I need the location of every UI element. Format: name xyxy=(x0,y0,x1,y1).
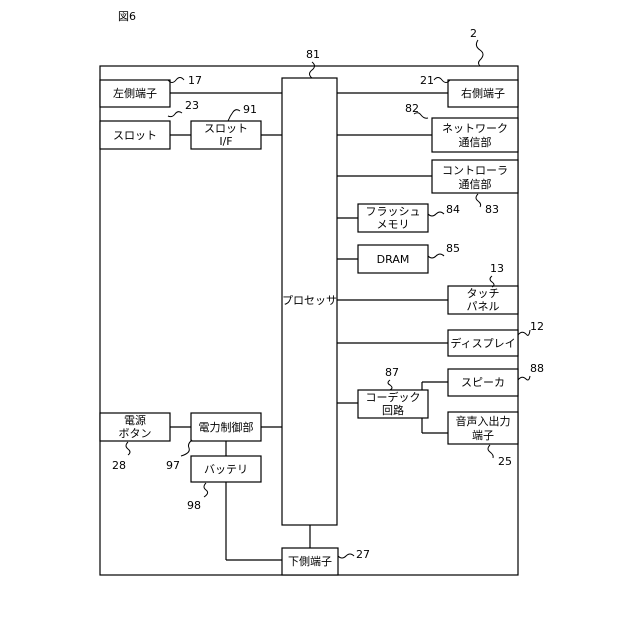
slot-if-ref: 91 xyxy=(243,103,257,116)
network-label-1: ネットワーク xyxy=(442,122,508,135)
flash-ref: 84 xyxy=(446,203,460,216)
dram-ref: 85 xyxy=(446,242,460,255)
audio-io-label-2: 端子 xyxy=(472,429,494,442)
slot-label: スロット xyxy=(113,129,157,142)
device-ref: 2 xyxy=(470,27,477,40)
right-terminal-ref: 21 xyxy=(420,74,434,87)
speaker-ref-leader xyxy=(518,376,530,380)
touch-panel-label-1: タッチ xyxy=(467,287,500,300)
codec-ref: 87 xyxy=(385,366,399,379)
battery-label: バッテリ xyxy=(204,463,248,476)
codec-label-1: コーデック xyxy=(366,390,421,404)
audio-io-label-1: 音声入出力 xyxy=(456,414,511,428)
bottom-terminal-label: 下側端子 xyxy=(288,555,332,568)
display-ref: 12 xyxy=(530,320,544,333)
controller-label-2: 通信部 xyxy=(459,177,492,191)
figure-label: 図6 xyxy=(118,10,136,23)
codec-label-2: 回路 xyxy=(382,404,404,417)
power-button-ref: 28 xyxy=(112,459,126,472)
controller-label-1: コントローラ xyxy=(442,164,508,177)
touch-panel-label-2: パネル xyxy=(467,300,500,313)
device-ref-leader xyxy=(476,40,483,66)
slot-ref: 23 xyxy=(185,99,199,112)
display-ref-leader xyxy=(518,330,530,335)
left-terminal-ref: 17 xyxy=(188,74,202,87)
flash-label-1: フラッシュ xyxy=(366,205,421,218)
speaker-label: スピーカ xyxy=(461,376,505,389)
left-terminal-label: 左側端子 xyxy=(113,87,157,100)
flash-label-2: メモリ xyxy=(377,218,410,231)
touch-panel-ref: 13 xyxy=(490,262,504,275)
processor-label: プロセッサ xyxy=(282,294,337,307)
processor-ref: 81 xyxy=(306,48,320,61)
audio-io-ref: 25 xyxy=(498,455,512,468)
power-button-label-2: ボタン xyxy=(119,427,152,440)
power-control-ref: 97 xyxy=(166,459,180,472)
slot-if-label-1: スロット xyxy=(204,122,248,135)
bottom-terminal-ref: 27 xyxy=(356,548,370,561)
slot-if-label-2: I/F xyxy=(219,135,232,148)
network-label-2: 通信部 xyxy=(459,135,492,149)
dram-label: DRAM xyxy=(377,253,410,266)
speaker-ref: 88 xyxy=(530,362,544,375)
power-control-label: 電力制御部 xyxy=(199,420,254,434)
power-button-label-1: 電源 xyxy=(124,413,146,427)
display-label: ディスプレイ xyxy=(450,336,515,350)
right-terminal-label: 右側端子 xyxy=(461,86,505,100)
controller-ref: 83 xyxy=(485,203,499,216)
battery-ref: 98 xyxy=(187,499,201,512)
